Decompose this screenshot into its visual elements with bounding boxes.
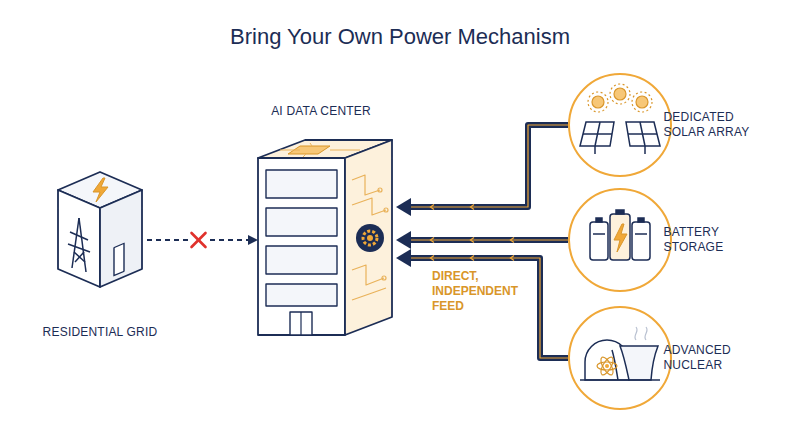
power-feed-connector [407, 237, 568, 243]
nuclear-icon [569, 307, 671, 409]
flow-chevron [431, 238, 435, 243]
solar-icon [569, 74, 671, 176]
edge-label: DIRECT, INDEPENDENT FEED [430, 268, 534, 315]
solar-node: DEDICATED SOLAR ARRAY [568, 73, 672, 177]
flow-chevron [471, 256, 475, 261]
data-center-node: AI DATA CENTER [250, 100, 392, 340]
node-label: AI DATA CENTER [240, 104, 402, 119]
grid-cube-icon [58, 172, 142, 287]
node-label: DEDICATED SOLAR ARRAY [664, 110, 762, 140]
grid-node: RESIDENTIAL GRID [45, 165, 155, 370]
diagram-title: Bring Your Own Power Mechanism [0, 24, 800, 50]
power-feed-connector [407, 125, 568, 207]
flow-chevron [471, 205, 475, 210]
x-mark-stroke [192, 233, 206, 247]
battery-node: BATTERY STORAGE [568, 188, 672, 292]
flow-chevron [511, 256, 515, 261]
flow-chevron [431, 256, 435, 261]
flow-chevron [431, 205, 435, 210]
node-label: RESIDENTIAL GRID [40, 325, 160, 340]
power-feed-connector [407, 258, 568, 358]
battery-icon [569, 189, 671, 291]
blocked-x-mark [190, 231, 208, 249]
x-mark-ground [190, 231, 208, 249]
feed-highlight-line [411, 239, 568, 240]
flow-chevron [471, 238, 475, 243]
nuclear-node: ADVANCED NUCLEAR [568, 306, 672, 410]
feed-highlight-line [411, 258, 568, 358]
gear-icon [356, 224, 384, 252]
x-mark-stroke [192, 233, 206, 247]
node-label: ADVANCED NUCLEAR [664, 343, 762, 373]
data-center-building [258, 140, 392, 335]
feed-highlight-line [411, 125, 568, 207]
flow-chevron [511, 238, 515, 243]
node-label: BATTERY STORAGE [664, 225, 762, 255]
